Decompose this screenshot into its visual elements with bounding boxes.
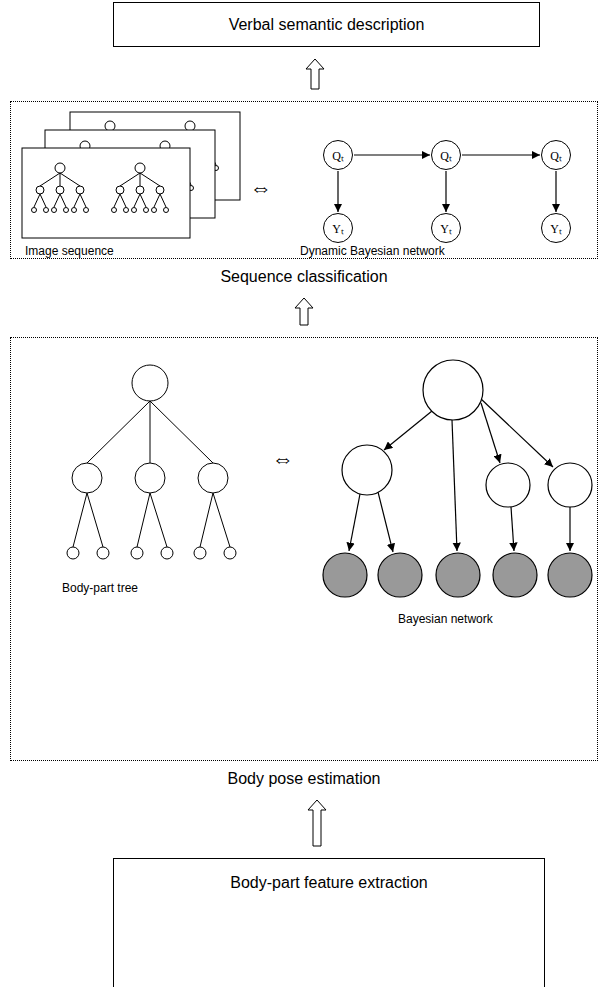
node-label: Qₜ [550, 147, 562, 164]
node-label: Qₜ [440, 147, 452, 164]
stage-panel: Sequence classificationQₜQₜQₜYₜYₜYₜ [10, 101, 598, 259]
observation-node: Yₜ [323, 213, 353, 243]
stage-box: Verbal semantic description [113, 2, 540, 47]
state-node: Qₜ [431, 140, 461, 170]
state-node: Qₜ [323, 140, 353, 170]
observation-node: Yₜ [541, 213, 571, 243]
image-frame [22, 148, 190, 238]
stage-panel: Body pose estimation [10, 337, 598, 761]
body-part-tree [67, 365, 236, 559]
dependency-arrow [354, 154, 430, 155]
dependency-arrow [445, 171, 446, 212]
state-node: Qₜ [541, 140, 571, 170]
node-label: Yₜ [440, 220, 452, 237]
figure-label: Dynamic Bayesian network [300, 244, 445, 258]
equivalence-symbol: ⇔ [272, 446, 294, 472]
equivalence-symbol: ⇔ [250, 175, 272, 201]
dependency-arrow [462, 154, 540, 155]
stage-caption: Body pose estimation [11, 770, 597, 788]
flow-arrow [308, 800, 326, 846]
stage-caption: Sequence classification [11, 268, 597, 286]
box-label: Verbal semantic description [229, 16, 425, 34]
dependency-arrow [337, 171, 338, 212]
node-label: Qₜ [332, 147, 344, 164]
figure-label: Body-part tree [62, 581, 138, 595]
node-label: Yₜ [332, 220, 344, 237]
dependency-arrow [555, 171, 556, 212]
bayesian-network [323, 360, 592, 597]
figure-label: Image sequence [25, 244, 114, 258]
box-label: Body-part feature extraction [230, 874, 427, 892]
figure-label: Bayesian network [398, 612, 493, 626]
node-label: Yₜ [550, 220, 562, 237]
flow-arrow [295, 298, 313, 325]
flow-arrow [306, 59, 324, 89]
stage-box: Body-part feature extraction [113, 858, 545, 987]
observation-node: Yₜ [431, 213, 461, 243]
